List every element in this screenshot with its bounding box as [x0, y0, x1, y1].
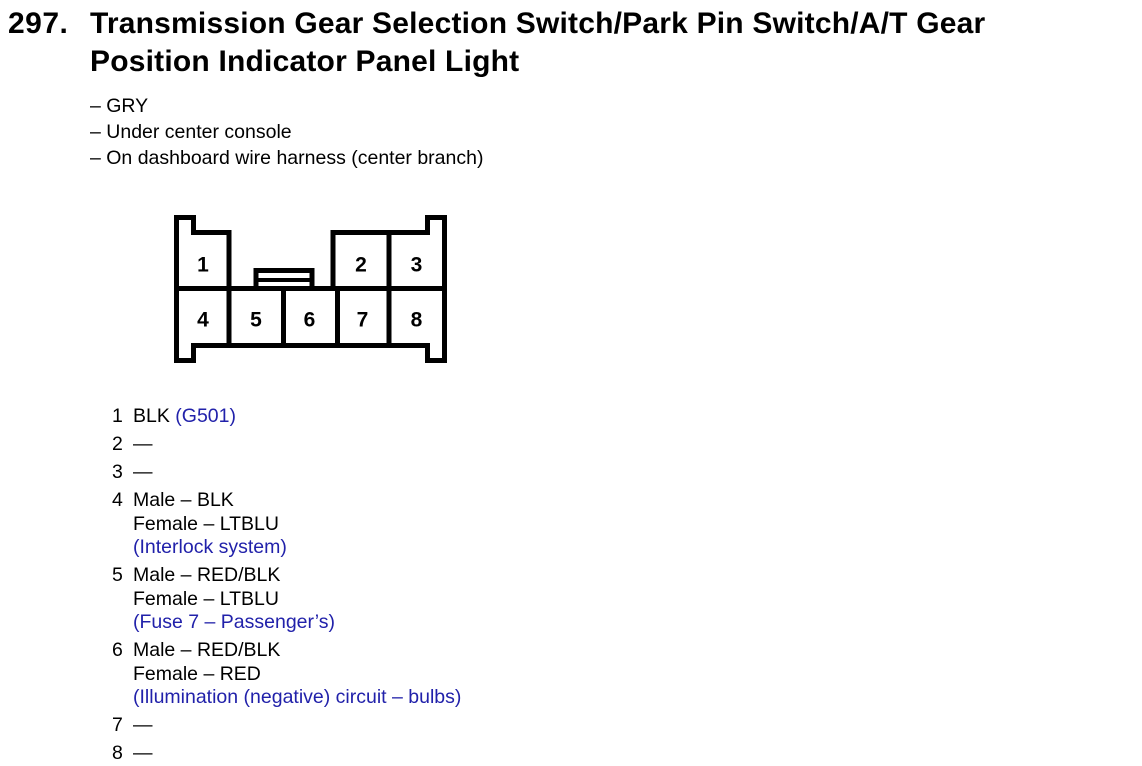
pin-entry-8: 8 — [112, 742, 461, 766]
pin-description-line: Male – RED/BLK [133, 639, 461, 663]
circuit-note-text: (Illumination (negative) circuit – bulbs… [133, 686, 462, 708]
pin-description-line: — [133, 742, 461, 766]
detail-harness: – On dashboard wire harness (center bran… [90, 147, 484, 169]
pin-description-line: (Illumination (negative) circuit – bulbs… [133, 686, 461, 710]
wire-color-text: BLK [133, 405, 176, 427]
pin-number: 1 [112, 405, 123, 427]
pin-description-line: — [133, 461, 461, 485]
pin-number: 4 [112, 489, 123, 511]
pin-description-line: Female – LTBLU [133, 513, 461, 537]
cavity-column-dividers [226, 232, 392, 346]
detail-location: – Under center console [90, 121, 292, 143]
wire-color-text: Male – RED/BLK [133, 564, 281, 586]
pin-number: 5 [112, 564, 123, 586]
pin-number: 2 [112, 433, 123, 455]
pin-description: — [133, 714, 461, 738]
pin-entry-3: 3 — [112, 461, 461, 485]
pin-entry-1: 1 BLK (G501) [112, 405, 461, 429]
pin-description-line: — [133, 433, 461, 457]
pin-cell-label-4: 4 [197, 309, 209, 332]
wire-color-text: Male – BLK [133, 489, 234, 511]
page-title-line-2: Position Indicator Panel Light [90, 45, 520, 78]
pin-cell-label-7: 7 [357, 309, 369, 332]
circuit-note-text: (G501) [175, 405, 236, 427]
pin-description-line: Female – RED [133, 663, 461, 687]
pin-description-line: (Fuse 7 – Passenger’s) [133, 611, 461, 635]
wire-color-text: Female – RED [133, 662, 261, 685]
pin-cell-label-5: 5 [250, 309, 262, 332]
pin-number: 6 [112, 639, 123, 661]
pin-entry-4: 4 Male – BLK Female – LTBLU (Interlock s… [112, 489, 461, 560]
pin-description-line: Male – RED/BLK [133, 564, 461, 588]
pin-cell-label-1: 1 [197, 254, 209, 277]
pin-number: 7 [112, 714, 123, 736]
pin-entry-7: 7 — [112, 714, 461, 738]
pin-description: Male – BLK Female – LTBLU (Interlock sys… [133, 489, 461, 560]
pin-cell-label-3: 3 [411, 254, 423, 277]
wire-color-text: — [133, 461, 153, 483]
pin-cell-label-8: 8 [411, 309, 423, 332]
wire-color-text: Female – LTBLU [133, 512, 279, 535]
pin-description-line: Female – LTBLU [133, 588, 461, 612]
pin-description: — [133, 742, 461, 766]
pin-description: — [133, 433, 461, 457]
wire-color-text: — [133, 433, 153, 455]
pin-description: BLK (G501) [133, 405, 461, 429]
circuit-note-text: (Interlock system) [133, 536, 287, 558]
pin-number: 8 [112, 742, 123, 764]
pin-description: Male – RED/BLK Female – RED (Illuminatio… [133, 639, 461, 710]
connector-details: – GRY – Under center console – On dashbo… [90, 93, 483, 171]
pin-description: Male – RED/BLK Female – LTBLU (Fuse 7 – … [133, 564, 461, 635]
pin-entry-6: 6 Male – RED/BLK Female – RED (Illuminat… [112, 639, 461, 710]
page-title-line-1: Transmission Gear Selection Switch/Park … [90, 7, 986, 40]
detail-color: – GRY [90, 95, 149, 117]
pin-cell-label-6: 6 [304, 309, 316, 332]
page-title: Transmission Gear Selection Switch/Park … [90, 5, 985, 81]
pin-entry-2: 2 — [112, 433, 461, 457]
wire-color-text: Female – LTBLU [133, 587, 279, 610]
pin-cell-label-2: 2 [355, 254, 367, 277]
pin-description-line: — [133, 714, 461, 738]
wire-color-text: — [133, 742, 153, 764]
wire-color-text: Male – RED/BLK [133, 639, 281, 661]
pin-list: 1 BLK (G501) 2 — 3 — 4 Male – BLK Female… [112, 405, 461, 766]
circuit-note-text: (Fuse 7 – Passenger’s) [133, 611, 335, 633]
item-number: 297. [8, 7, 69, 40]
pin-description-line: BLK (G501) [133, 405, 461, 429]
pin-entry-5: 5 Male – RED/BLK Female – LTBLU (Fuse 7 … [112, 564, 461, 635]
wire-color-text: — [133, 714, 153, 736]
pin-description-line: (Interlock system) [133, 536, 461, 560]
connector-diagram: 1 2 3 4 5 6 7 8 [174, 215, 447, 363]
pin-number: 3 [112, 461, 123, 483]
pin-description-line: Male – BLK [133, 489, 461, 513]
pin-description: — [133, 461, 461, 485]
